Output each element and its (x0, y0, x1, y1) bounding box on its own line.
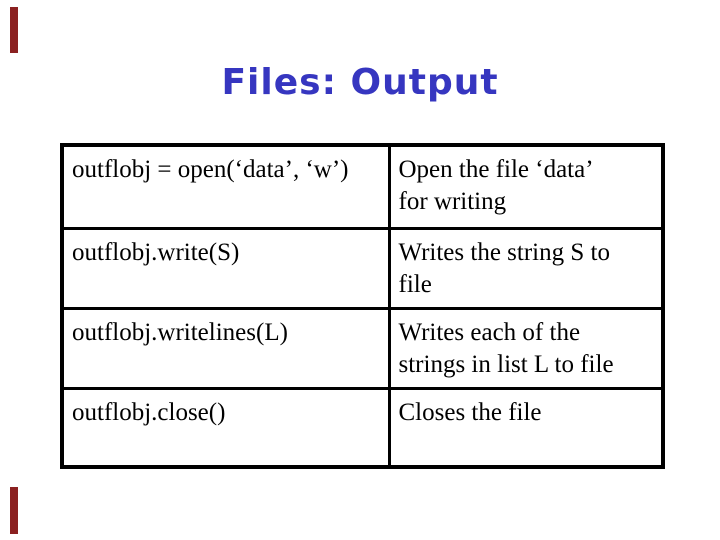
table-row: outflobj.writelines(L) Writes each of th… (60, 306, 665, 390)
left-accent-bar-top (10, 7, 18, 53)
code-cell: outflobj.writelines(L) (60, 306, 391, 390)
table-row: outflobj.write(S) Writes the string S to… (60, 226, 665, 310)
description-line: strings in list L to file (398, 350, 614, 378)
code-cell: outflobj.write(S) (60, 226, 391, 310)
description-line: for writing (398, 188, 507, 215)
code-cell: outflobj.close() (60, 386, 391, 469)
description-cell: Closes the file (387, 386, 665, 469)
table-row: outflobj = open(‘data’, ‘w’) Open the fi… (60, 143, 665, 230)
file-output-table: outflobj = open(‘data’, ‘w’) Open the fi… (60, 143, 665, 469)
description-cell: Writes each of the strings in list L to … (387, 306, 665, 390)
code-cell: outflobj = open(‘data’, ‘w’) (60, 143, 391, 230)
description-line: Closes the file (398, 398, 542, 426)
description-cell: Writes the string S to file (387, 226, 665, 310)
table-row: outflobj.close() Closes the file (60, 386, 665, 469)
left-accent-bar-bottom (10, 487, 18, 534)
description-line: Open the file ‘data’ (398, 156, 594, 183)
description-cell: Open the file ‘data’ for writing (387, 143, 665, 230)
description-line: Writes each of the (398, 318, 581, 346)
slide-title: Files: Output (221, 62, 499, 103)
description-line: file (398, 270, 432, 298)
description-line: Writes the string S to (398, 238, 610, 266)
